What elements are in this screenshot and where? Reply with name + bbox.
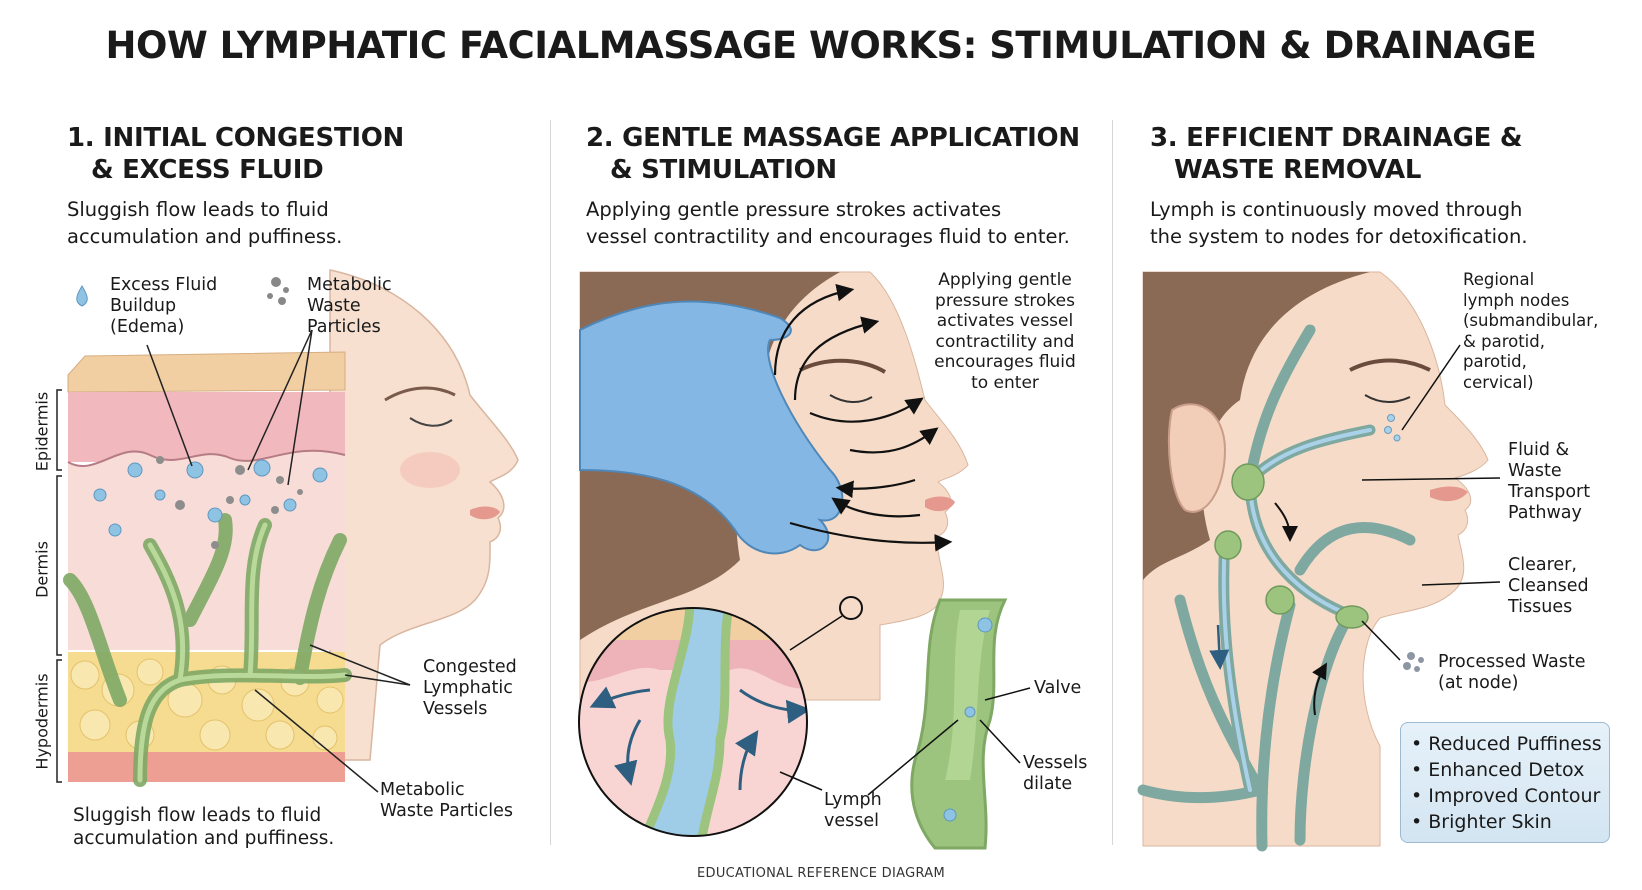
heading-line: 3. EFFICIENT DRAINAGE & [1150,123,1523,153]
page-title: HOW LYMPHATIC FACIALMASSAGE WORKS: STIMU… [105,24,1537,67]
benefits-box: Reduced Puffiness Enhanced Detox Improve… [1400,722,1610,843]
subtitle-line: vessel contractility and encourages flui… [586,225,1070,248]
panel3-face-drainage [1137,271,1501,852]
panel-divider [1112,120,1113,845]
benefit-item: Improved Contour [1411,783,1609,809]
panel1-skin-cross-section [56,277,411,793]
layer-label-epidermis: Epidermis [32,391,52,472]
panel3-subtitle: Lymph is continuously moved through the s… [1150,196,1528,250]
benefit-item: Brighter Skin [1411,809,1609,835]
benefit-item: Reduced Puffiness [1411,731,1609,757]
panel-divider [550,120,551,845]
lymph-node [1335,605,1369,629]
layer-label-hypodermis: Hypodermis [32,673,52,770]
heading-line: 2. GENTLE MASSAGE APPLICATION [586,123,1080,153]
subtitle-line: Applying gentle pressure strokes activat… [586,198,1002,221]
layer-label-dermis: Dermis [32,541,52,598]
subtitle-line: accumulation and puffiness. [67,225,343,248]
benefit-item: Enhanced Detox [1411,757,1609,783]
caption: EDUCATIONAL REFERENCE DIAGRAM [697,866,945,881]
panel1-face-profile [329,269,519,761]
panel2-face-massage [579,271,969,701]
heading-line: & EXCESS FLUID [91,155,324,185]
panel1-subtitle: Sluggish flow leads to fluid accumulation… [67,196,342,250]
label-processed-waste: Processed Waste(at node) [1438,652,1586,693]
panel2-vessel-inset [578,598,1031,850]
lymph-node [1214,530,1242,560]
panel3-heading: 3. EFFICIENT DRAINAGE &WASTE REMOVAL [1150,122,1523,186]
panel2-heading: 2. GENTLE MASSAGE APPLICATION& STIMULATI… [586,122,1080,186]
subtitle-line: the system to nodes for detoxification. [1150,225,1528,248]
heading-line: WASTE REMOVAL [1174,155,1422,185]
heading-line: 1. INITIAL CONGESTION [67,123,405,153]
heading-line: & STIMULATION [610,155,837,185]
lymph-node [1231,463,1265,501]
panel2-subtitle: Applying gentle pressure strokes activat… [586,196,1070,250]
panel1-heading: 1. INITIAL CONGESTION& EXCESS FLUID [67,122,404,186]
label-valve: Valve [1034,678,1082,698]
lymph-node [1265,585,1295,615]
subtitle-line: Lymph is continuously moved through [1150,198,1523,221]
subtitle-line: Sluggish flow leads to fluid [67,198,329,221]
